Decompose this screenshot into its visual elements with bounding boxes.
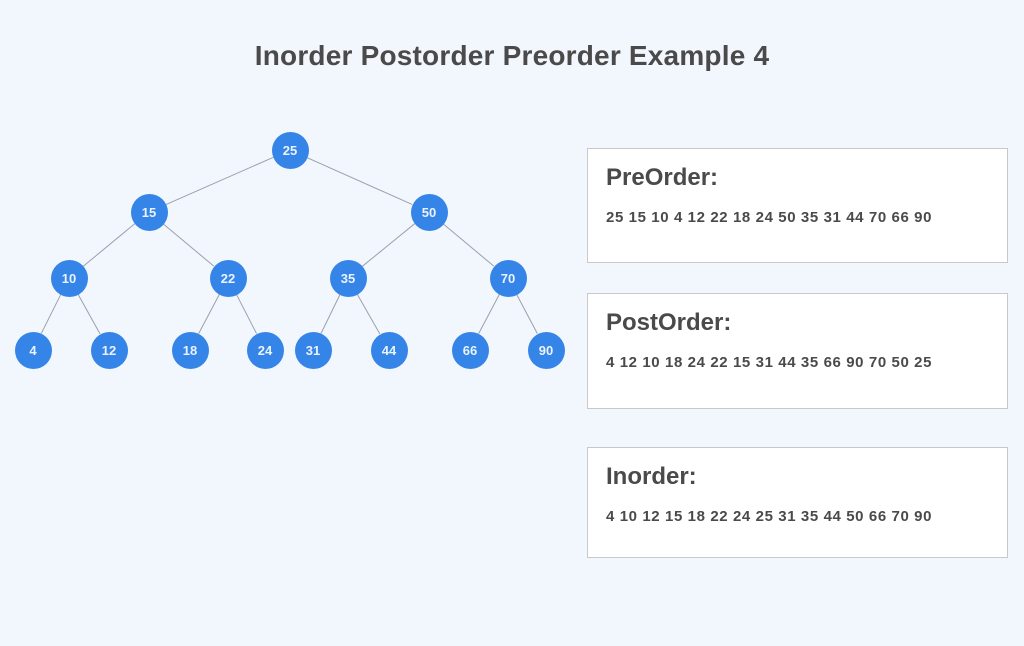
preorder-panel-title: PreOrder: xyxy=(606,164,719,191)
tree-node-24: 24 xyxy=(246,331,284,369)
inorder-panel: Inorder: 4 10 12 15 18 22 24 25 31 35 44… xyxy=(587,447,1008,558)
tree-edge xyxy=(442,223,495,267)
tree-node-label: 10 xyxy=(61,270,77,286)
tree-node-70: 70 xyxy=(489,259,527,297)
tree-edge xyxy=(162,223,215,267)
inorder-sequence: 4 10 12 15 18 22 24 25 31 35 44 50 66 70… xyxy=(606,508,933,526)
page-title: Inorder Postorder Preorder Example 4 xyxy=(254,40,770,71)
tree-node-label: 90 xyxy=(538,342,554,358)
tree-node-label: 31 xyxy=(305,342,321,358)
tree-node-label: 44 xyxy=(381,342,397,358)
tree-edges xyxy=(40,156,538,335)
postorder-panel-title: PostOrder: xyxy=(606,309,732,336)
tree-node-label: 70 xyxy=(500,270,516,286)
tree-node-18: 18 xyxy=(171,331,209,369)
preorder-panel: PreOrder: 25 15 10 4 12 22 18 24 50 35 3… xyxy=(587,148,1008,263)
tree-edge xyxy=(77,293,101,335)
tree-node-label: 18 xyxy=(182,342,198,358)
tree-node-31: 31 xyxy=(294,331,332,369)
tree-edge xyxy=(320,294,341,334)
binary-tree-diagram: 25 15 50 10 22 35 70 4 12 18 24 31 44 66 90 xyxy=(0,110,580,400)
tree-node-22: 22 xyxy=(209,259,247,297)
tree-node-label: 15 xyxy=(141,204,157,220)
tree-edge xyxy=(236,294,257,334)
tree-node-label: 50 xyxy=(421,204,437,220)
tree-edge xyxy=(165,156,274,206)
tree-node-12: 12 xyxy=(90,331,128,369)
tree-node-label: 4 xyxy=(29,342,37,358)
tree-node-50: 50 xyxy=(410,193,448,231)
tree-node-44: 44 xyxy=(370,331,408,369)
postorder-sequence: 4 12 10 18 24 22 15 31 44 35 66 90 70 50… xyxy=(606,354,933,372)
inorder-panel-title: Inorder: xyxy=(606,463,697,490)
tree-node-35: 35 xyxy=(329,259,367,297)
tree-edge xyxy=(198,294,220,334)
tree-node-10: 10 xyxy=(50,259,88,297)
tree-node-label: 12 xyxy=(101,342,117,358)
tree-node-label: 66 xyxy=(462,342,478,358)
tree-node-label: 22 xyxy=(220,270,236,286)
tree-node-15: 15 xyxy=(130,193,168,231)
preorder-sequence: 25 15 10 4 12 22 18 24 50 35 31 44 70 66… xyxy=(606,209,933,227)
tree-edge xyxy=(82,223,136,267)
tree-node-label: 25 xyxy=(282,142,298,158)
tree-edge xyxy=(362,223,415,267)
tree-node-label: 35 xyxy=(340,270,356,286)
tree-edge xyxy=(356,293,381,335)
tree-edge xyxy=(306,157,413,205)
tree-edge xyxy=(516,294,538,334)
postorder-panel: PostOrder: 4 12 10 18 24 22 15 31 44 35 … xyxy=(587,293,1008,409)
tree-node-label: 24 xyxy=(257,342,273,358)
tree-edge xyxy=(40,294,62,334)
tree-node-4: 4 xyxy=(14,331,52,369)
tree-edge xyxy=(478,294,500,334)
tree-node-66: 66 xyxy=(451,331,489,369)
tree-node-90: 90 xyxy=(527,331,565,369)
tree-node-25: 25 xyxy=(271,131,309,169)
